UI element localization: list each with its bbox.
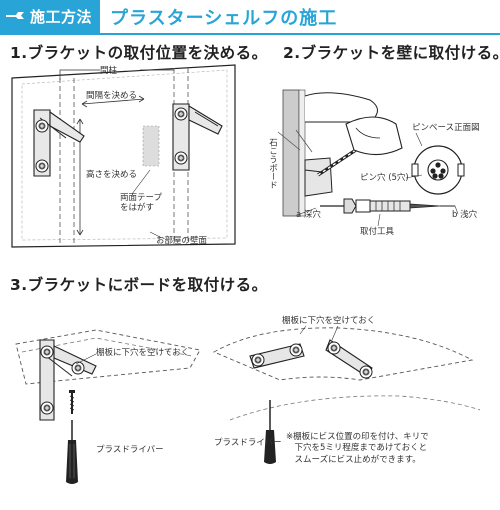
step-2-heading: 2.ブラケットを壁に取付ける。 [283,44,500,62]
section-tag-label: 施工方法 [30,8,93,26]
step-3-heading: 3.ブラケットにボードを取付ける。 [10,276,268,294]
pilot-hole-left-label: 棚板に下穴を空けておく [96,348,190,358]
spacing-label: 間隔を決める [86,91,138,101]
shallow-hole-label: b 浅穴 [452,210,478,220]
step-1-heading: 1.ブラケットの取付位置を決める。 [10,44,268,62]
step2-illustration [277,89,465,227]
step1-illustration [11,64,236,248]
section-tag: 施工方法 [0,0,100,33]
driver-right-label: プラスドライバー [214,438,282,448]
tool-label: 取付工具 [360,227,395,237]
page-header: 施工方法 プラスターシェルフの施工 [0,0,500,35]
driver-left-label: プラスドライバー [96,445,164,455]
deep-hole-label: a 深穴 [296,210,321,220]
wrench-icon [6,11,24,19]
height-label: 高さを決める [86,170,138,180]
step3-right-illustration [212,325,481,464]
board-label: 石こうボード [267,138,278,189]
pin-hole-label: ピン穴 (5穴) [360,173,409,183]
pin-base-label: ピンベース正面図 [412,123,480,133]
step3-left-illustration [15,329,201,484]
drilling-note: ※棚板にビス位置の印を付け、キリで 下穴を5ミリ程度まであけておくと スムーズに… [286,432,429,465]
pillar-label: 間柱 [100,66,118,76]
wall-label: お部屋の壁面 [156,236,208,246]
pilot-hole-right-label: 棚板に下穴を空けておく [282,316,376,326]
tape-label: 両面テープ をはがす [120,193,162,214]
page-title: プラスターシェルフの施工 [110,8,338,29]
